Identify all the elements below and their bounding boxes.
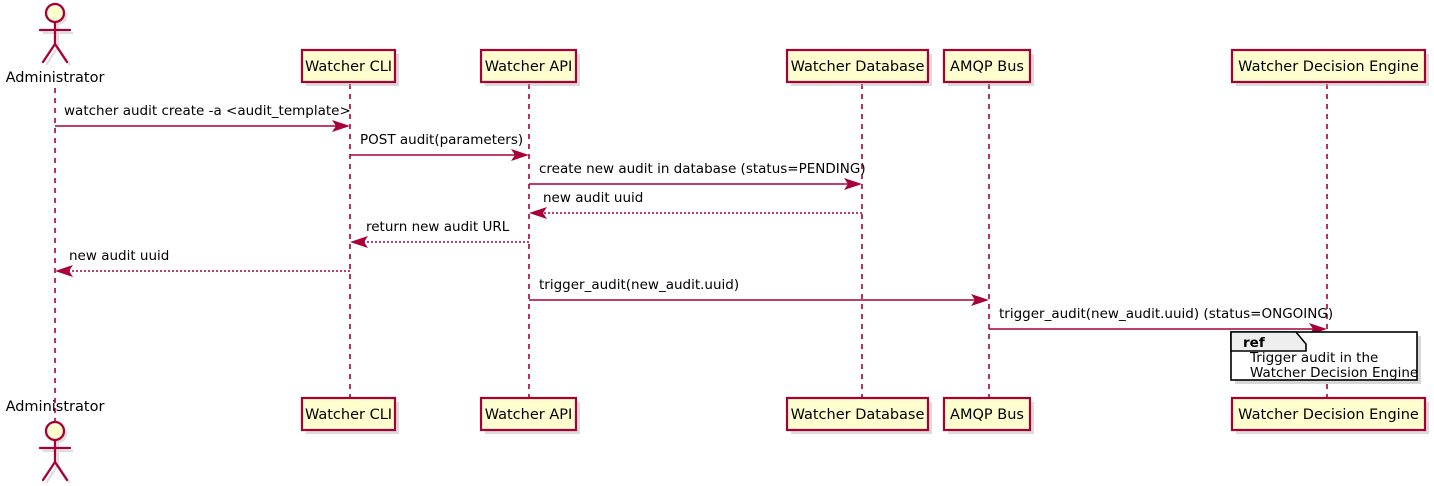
box-body bbox=[300, 396, 397, 432]
message-2-post-audit[interactable]: POST audit(parameters) bbox=[350, 132, 529, 161]
message-8-trigger-audit-ongoing[interactable]: trigger_audit(new_audit.uuid) (status=ON… bbox=[989, 306, 1333, 335]
arrowhead-right bbox=[511, 149, 529, 161]
box-body bbox=[479, 396, 578, 432]
message-7-trigger-audit[interactable]: trigger_audit(new_audit.uuid) bbox=[529, 277, 989, 306]
actor-label-administrator-top: Administrator bbox=[6, 70, 105, 86]
actor-head-icon bbox=[44, 2, 66, 24]
message-label: POST audit(parameters) bbox=[360, 132, 523, 148]
actor-body-icon bbox=[38, 438, 72, 482]
message-5-return-new-audit-url[interactable]: return new audit URL bbox=[350, 219, 529, 248]
arrowhead-left bbox=[529, 207, 547, 219]
message-label: new audit uuid bbox=[543, 190, 643, 206]
participant-label: Watcher CLI bbox=[305, 59, 392, 75]
message-label: trigger_audit(new_audit.uuid) bbox=[539, 277, 739, 293]
arrowhead-left bbox=[350, 236, 368, 248]
participant-watcher-db-top[interactable]: Watcher Database bbox=[785, 48, 932, 86]
participant-watcher-api-top[interactable]: Watcher API bbox=[479, 48, 580, 86]
message-3-create-new-audit[interactable]: create new audit in database (status=PEN… bbox=[529, 161, 866, 190]
actor-administrator-top[interactable]: Administrator bbox=[6, 2, 105, 86]
participant-watcher-api-bottom[interactable]: Watcher API bbox=[479, 396, 580, 434]
arrowhead-right bbox=[971, 294, 989, 306]
participant-label: Watcher Decision Engine bbox=[1238, 59, 1419, 75]
box-body bbox=[300, 48, 397, 84]
participant-decision-engine-top[interactable]: Watcher Decision Engine bbox=[1230, 48, 1429, 86]
message-label: watcher audit create -a <audit_template> bbox=[64, 103, 351, 119]
message-label: trigger_audit(new_audit.uuid) (status=ON… bbox=[999, 306, 1333, 322]
actor-body-icon bbox=[38, 20, 72, 64]
box-body bbox=[942, 396, 1032, 432]
participant-amqp-bus-bottom[interactable]: AMQP Bus bbox=[942, 396, 1034, 434]
ref-tab bbox=[1230, 331, 1307, 352]
arrowhead-right bbox=[844, 178, 862, 190]
arrowhead-right bbox=[332, 120, 350, 132]
participant-decision-engine-bottom[interactable]: Watcher Decision Engine bbox=[1230, 396, 1429, 434]
participant-watcher-cli-bottom[interactable]: Watcher CLI bbox=[300, 396, 399, 434]
participant-label: AMQP Bus bbox=[950, 59, 1024, 75]
message-label: return new audit URL bbox=[366, 219, 510, 235]
participant-amqp-bus-top[interactable]: AMQP Bus bbox=[942, 48, 1034, 86]
participant-label: Watcher API bbox=[485, 59, 573, 75]
message-label: new audit uuid bbox=[69, 248, 169, 264]
message-6-new-audit-uuid-cli[interactable]: new audit uuid bbox=[55, 248, 350, 277]
box-body bbox=[942, 48, 1032, 84]
participant-label: AMQP Bus bbox=[950, 407, 1024, 423]
participant-label: Watcher API bbox=[485, 407, 573, 423]
lifelines bbox=[54, 84, 1328, 430]
actor-label-administrator-bottom: Administrator bbox=[6, 399, 105, 415]
message-4-new-audit-uuid-db[interactable]: new audit uuid bbox=[529, 190, 862, 219]
participant-label: Watcher CLI bbox=[305, 407, 392, 423]
box-body bbox=[1230, 396, 1427, 432]
arrowhead-left bbox=[55, 265, 73, 277]
ref-line-1: Trigger audit in the bbox=[1249, 350, 1378, 366]
participant-label: Watcher Database bbox=[791, 407, 925, 423]
actor-administrator-bottom[interactable]: Administrator bbox=[6, 399, 105, 484]
ref-tab-label: ref bbox=[1243, 335, 1265, 351]
ref-line-2: Watcher Decision Engine bbox=[1250, 365, 1418, 381]
message-1-watcher-audit-create[interactable]: watcher audit create -a <audit_template> bbox=[55, 103, 351, 132]
participant-label: Watcher Decision Engine bbox=[1238, 407, 1419, 423]
actor-head-icon bbox=[44, 420, 66, 442]
participant-label: Watcher Database bbox=[791, 59, 925, 75]
ref-fragment[interactable]: ref Trigger audit in the Watcher Decisio… bbox=[1230, 331, 1421, 384]
message-label: create new audit in database (status=PEN… bbox=[539, 161, 866, 177]
box-body bbox=[785, 48, 930, 84]
box-body bbox=[479, 48, 578, 84]
box-body bbox=[1230, 48, 1427, 84]
participant-watcher-cli-top[interactable]: Watcher CLI bbox=[300, 48, 399, 86]
participant-watcher-db-bottom[interactable]: Watcher Database bbox=[785, 396, 932, 434]
box-body bbox=[785, 396, 930, 432]
